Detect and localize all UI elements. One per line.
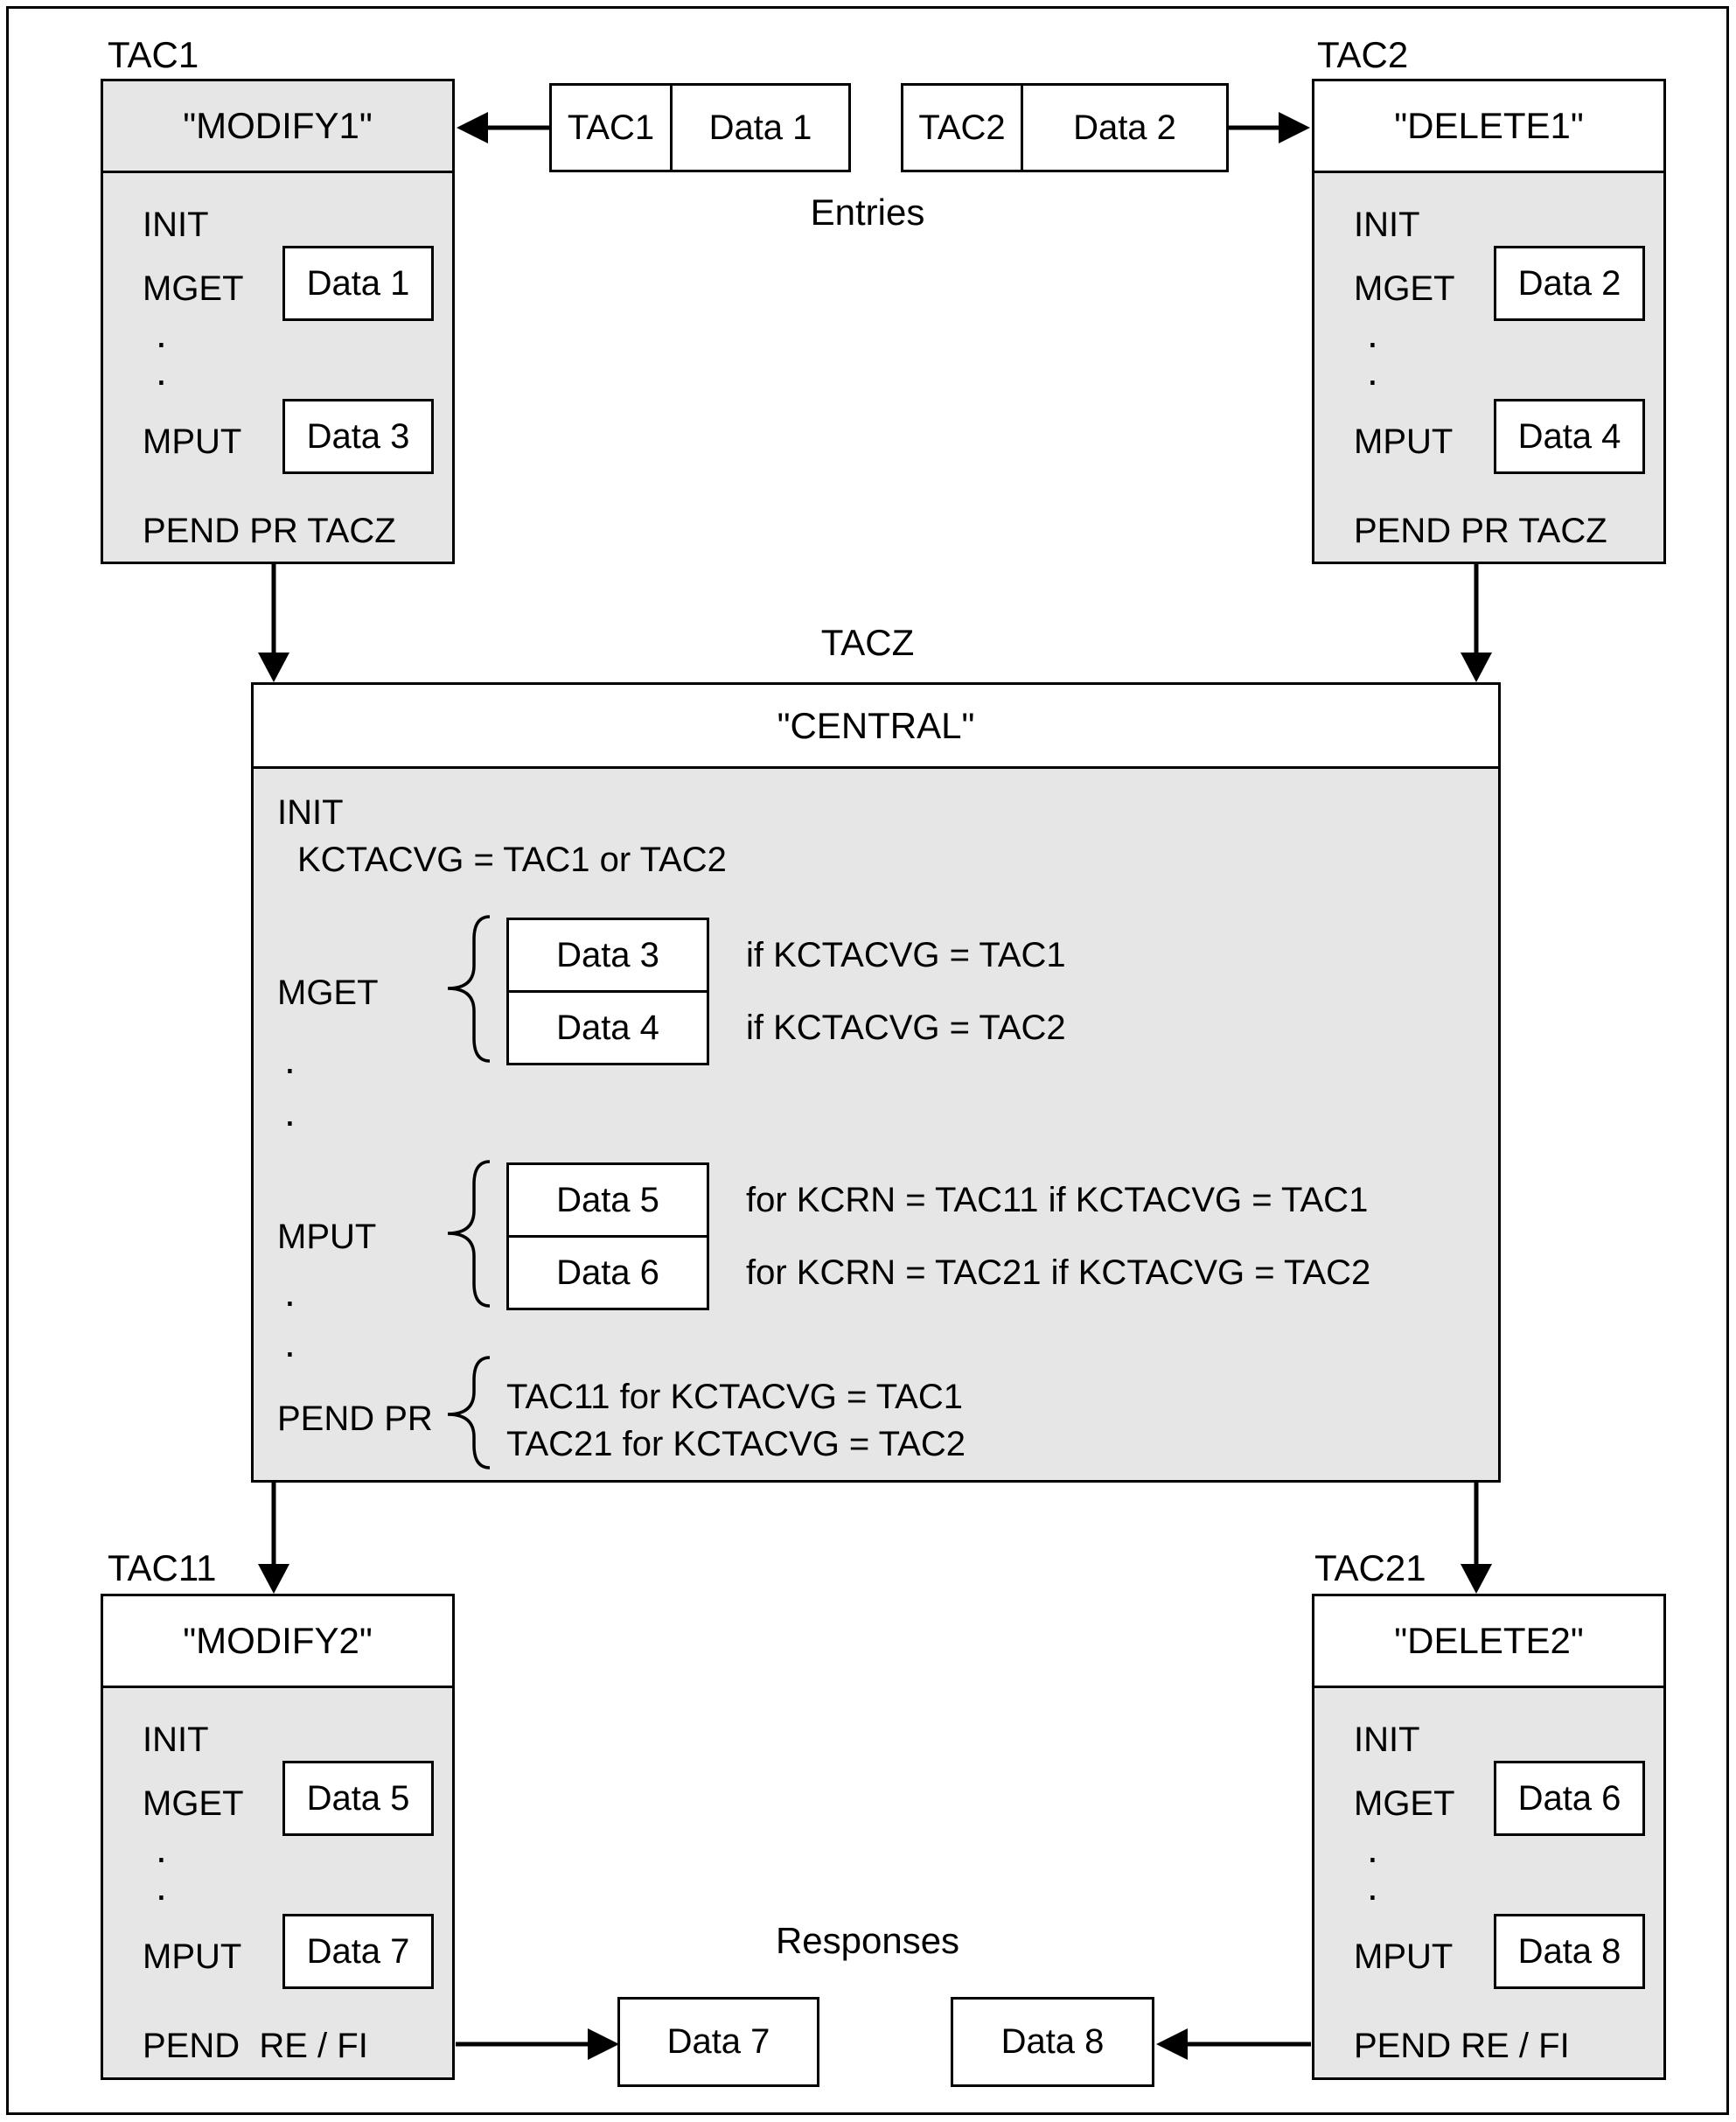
tac21-mget-databox: Data 6 [1494, 1761, 1645, 1836]
tacz-pend-label: PEND PR [277, 1400, 433, 1438]
tac1-mget-databox: Data 1 [282, 246, 434, 321]
tac11-init-label: INIT [143, 1721, 209, 1759]
tacz-mget-cond: if KCTACVG = TAC1 [746, 936, 1066, 974]
tac1-title: "MODIFY1" [103, 81, 452, 173]
tac11-mget-label: MGET [143, 1784, 244, 1823]
tac21-program-box: "DELETE2" INIT MGET Data 6 MPUT Data 8 P… [1312, 1594, 1666, 2080]
tac11-title: "MODIFY2" [103, 1596, 452, 1688]
tac1-mget-label: MGET [143, 269, 244, 308]
tac2-init-label: INIT [1354, 206, 1420, 244]
tac2-mput-label: MPUT [1354, 422, 1454, 461]
tac1-mput-databox: Data 3 [282, 399, 434, 474]
outer-border [6, 6, 1729, 2115]
tacz-mget-cond: if KCTACVG = TAC2 [746, 1009, 1066, 1047]
tac11-pend-label: PEND RE / FI [143, 2027, 368, 2065]
tacz-tag-label: TACZ [820, 622, 915, 663]
entry-data-cell: Data 2 [1073, 108, 1176, 147]
ellipsis-dot: . [284, 1320, 296, 1365]
tac21-mput-databox: Data 8 [1494, 1914, 1645, 1989]
tacz-title: "CENTRAL" [254, 685, 1498, 769]
tacz-mput-cond: for KCRN = TAC11 if KCTACVG = TAC1 [746, 1181, 1369, 1219]
tac2-mget-label: MGET [1354, 269, 1455, 308]
response-data8-box: Data 8 [951, 1997, 1154, 2087]
tacz-mget-case-databox: Data 4 [509, 990, 707, 1063]
tac11-mget-databox: Data 5 [282, 1761, 434, 1836]
entry-tac-cell: TAC2 [903, 86, 1023, 170]
entry-tac-cell: TAC1 [552, 86, 673, 170]
tacz-mput-case-databox: Data 5 [556, 1180, 659, 1219]
tac1-init-label: INIT [143, 206, 209, 244]
tacz-init-label: INIT [277, 793, 344, 832]
tac1-pend-label: PEND PR TACZ [143, 512, 396, 550]
tac21-title: "DELETE2" [1314, 1596, 1663, 1688]
tacz-init-detail: KCTACVG = TAC1 or TAC2 [297, 841, 727, 879]
ellipsis-dot: . [156, 311, 167, 356]
tac2-pend-label: PEND PR TACZ [1354, 512, 1607, 550]
ellipsis-dot: . [156, 1825, 167, 1871]
tac11-mput-databox: Data 7 [282, 1914, 434, 1989]
tacz-mput-stack: Data 5 Data 6 [506, 1162, 709, 1310]
tac1-mput-label: MPUT [143, 422, 242, 461]
tac2-title: "DELETE1" [1314, 81, 1663, 173]
tac21-mget-label: MGET [1354, 1784, 1455, 1823]
tac2-mput-databox: Data 4 [1494, 399, 1645, 474]
tacz-pend-case: TAC11 for KCTACVG = TAC1 [506, 1378, 963, 1416]
tac1-tag-label: TAC1 [108, 34, 199, 75]
entry-message-tac1: TAC1 Data 1 [549, 83, 851, 172]
tac21-mput-label: MPUT [1354, 1937, 1454, 1976]
ellipsis-dot: . [1367, 1825, 1378, 1871]
tac1-program-box: "MODIFY1" INIT MGET Data 1 MPUT Data 3 P… [101, 79, 455, 564]
ellipsis-dot: . [1367, 348, 1378, 394]
tacz-mget-case-databox: Data 3 [556, 935, 659, 974]
tacz-mget-label: MGET [277, 974, 379, 1012]
tac21-init-label: INIT [1354, 1721, 1420, 1759]
tacz-mput-case-databox: Data 6 [509, 1235, 707, 1308]
tacz-program-box: "CENTRAL" INIT KCTACVG = TAC1 or TAC2 MG… [251, 682, 1501, 1483]
tacz-mput-cond: for KCRN = TAC21 if KCTACVG = TAC2 [746, 1253, 1371, 1292]
ellipsis-dot: . [284, 1269, 296, 1315]
ellipsis-dot: . [156, 348, 167, 394]
tac21-pend-label: PEND RE / FI [1354, 2027, 1570, 2065]
ellipsis-dot: . [1367, 311, 1378, 356]
ellipsis-dot: . [284, 1089, 296, 1134]
entry-data-cell: Data 1 [708, 108, 812, 147]
tac11-tag-label: TAC11 [108, 1547, 217, 1588]
ellipsis-dot: . [284, 1037, 296, 1082]
entries-label: Entries [810, 192, 925, 233]
tac11-mput-label: MPUT [143, 1937, 242, 1976]
tac21-tag-label: TAC21 [1314, 1547, 1426, 1588]
tacz-pend-case: TAC21 for KCTACVG = TAC2 [506, 1425, 966, 1463]
entry-message-tac2: TAC2 Data 2 [901, 83, 1229, 172]
tac2-mget-databox: Data 2 [1494, 246, 1645, 321]
tac2-program-box: "DELETE1" INIT MGET Data 2 MPUT Data 4 P… [1312, 79, 1666, 564]
response-data7-box: Data 7 [617, 1997, 819, 2087]
tac2-tag-label: TAC2 [1317, 34, 1409, 75]
tac11-program-box: "MODIFY2" INIT MGET Data 5 MPUT Data 7 P… [101, 1594, 455, 2080]
ellipsis-dot: . [156, 1863, 167, 1909]
ellipsis-dot: . [1367, 1863, 1378, 1909]
tacz-mput-label: MPUT [277, 1218, 377, 1256]
tacz-mget-stack: Data 3 Data 4 [506, 918, 709, 1065]
responses-label: Responses [775, 1920, 960, 1961]
